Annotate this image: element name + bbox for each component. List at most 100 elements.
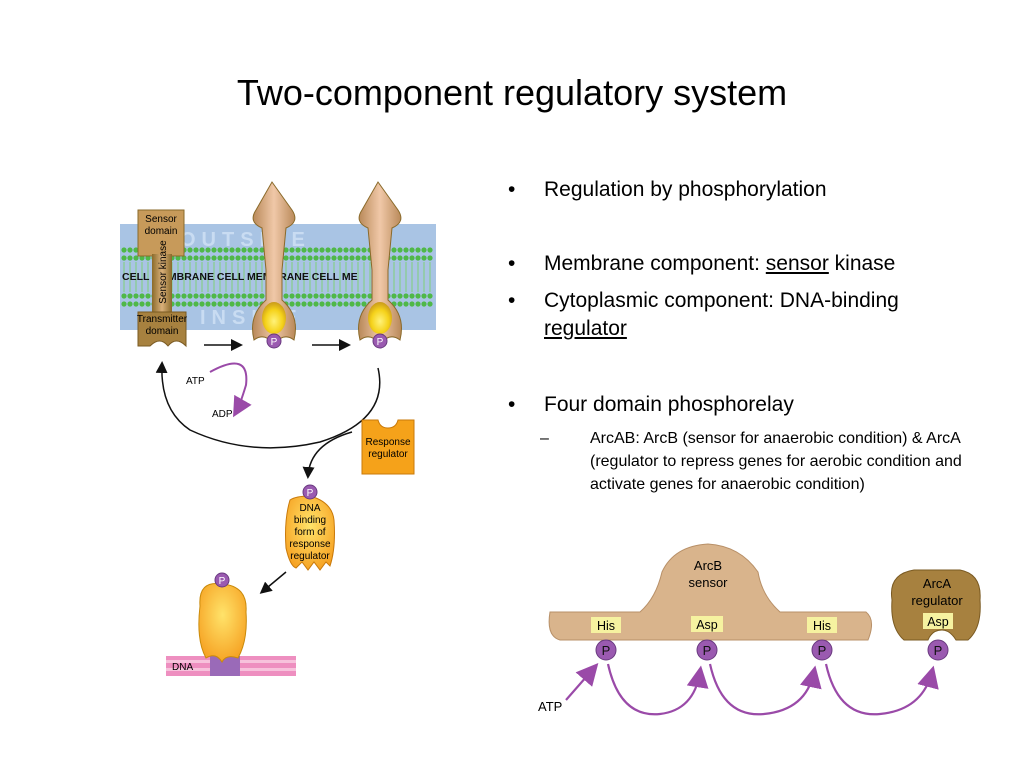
arrow-to-dna-binding xyxy=(302,431,353,479)
transmitter-domain-box xyxy=(137,311,187,348)
asp2-label: Asp xyxy=(927,615,949,629)
lipid-head xyxy=(259,247,265,253)
lipid-head xyxy=(205,255,211,261)
lipid-head xyxy=(295,293,301,299)
lipid-head xyxy=(121,247,127,253)
asp1-label: Asp xyxy=(696,618,718,632)
lipid-head xyxy=(145,301,151,307)
lipid-head xyxy=(283,293,289,299)
lipid-head xyxy=(409,301,415,307)
lipid-head xyxy=(211,301,217,307)
lipid-head xyxy=(421,247,427,253)
lipid-head xyxy=(205,301,211,307)
phosphate-circle xyxy=(811,639,833,661)
lipid-head xyxy=(283,247,289,253)
lipid-head xyxy=(397,301,403,307)
bullet-text: Regulation by phosphorylation xyxy=(544,178,827,201)
phosphate-label: P xyxy=(377,337,384,348)
lipid-head xyxy=(343,301,349,307)
lipid-head xyxy=(133,247,139,253)
arca-label-2: regulator xyxy=(911,593,963,608)
lipid-head xyxy=(187,293,193,299)
lipid-head xyxy=(295,255,301,261)
bullet-text: Four domain phosphorelay xyxy=(544,393,794,416)
bullet-text-part: Cytoplasmic component: DNA-binding xyxy=(544,289,899,312)
lipid-head xyxy=(223,293,229,299)
lipid-head xyxy=(229,247,235,253)
phosphate-circle xyxy=(927,639,949,661)
sub-bullet-text: ArcAB: ArcB (sensor for anaerobic condit… xyxy=(590,430,962,493)
phosphate-label: P xyxy=(934,643,943,658)
lipid-head xyxy=(415,255,421,261)
sub-bullet-arcab: – ArcAB: ArcB (sensor for anaerobic cond… xyxy=(540,427,970,496)
lipid-head xyxy=(181,301,187,307)
lipid-head xyxy=(211,293,217,299)
lipid-head xyxy=(127,255,133,261)
dna-label: DNA xyxy=(172,662,193,673)
lipid-head xyxy=(403,293,409,299)
asp1-box xyxy=(691,616,723,632)
lipid-head xyxy=(199,255,205,261)
lipid-head xyxy=(415,247,421,253)
dna-binding-label-4: response xyxy=(289,539,331,550)
lipid-head xyxy=(319,247,325,253)
lipid-head xyxy=(133,255,139,261)
lipid-head xyxy=(313,301,319,307)
lipid-head xyxy=(247,255,253,261)
lipid-head xyxy=(205,247,211,253)
phosphate-label: P xyxy=(307,488,314,499)
bullet-dot: • xyxy=(508,252,516,275)
lipid-head xyxy=(325,301,331,307)
dna-binding-label-1: DNA xyxy=(299,503,320,514)
lipid-head xyxy=(127,301,133,307)
lipid-head xyxy=(343,247,349,253)
lipid-head xyxy=(409,247,415,253)
arrow-to-dna-bound xyxy=(259,571,287,594)
lipid-head xyxy=(415,293,421,299)
lipid-head xyxy=(223,301,229,307)
lipid-head xyxy=(325,293,331,299)
lipid-head xyxy=(199,293,205,299)
dna-strand: DNA xyxy=(166,656,296,676)
lipid-head xyxy=(223,247,229,253)
lipid-head xyxy=(187,255,193,261)
bullet-3: • Cytoplasmic component: DNA-binding reg… xyxy=(508,287,954,343)
phosphate-label: P xyxy=(271,337,278,348)
lipid-head xyxy=(289,255,295,261)
lipid-head xyxy=(403,255,409,261)
bullet-2: • Membrane component: sensor kinase xyxy=(508,250,895,278)
response-regulator-box xyxy=(361,419,415,475)
lipid-head xyxy=(247,301,253,307)
phosphate-circle xyxy=(266,333,282,349)
his1-box xyxy=(591,617,621,633)
bullet-underlined-sensor: sensor xyxy=(765,252,829,275)
lipid-head xyxy=(241,255,247,261)
lipid-head xyxy=(253,255,259,261)
recycle-arrow xyxy=(155,361,381,449)
lipid-head xyxy=(397,293,403,299)
active-site-glow xyxy=(262,302,286,334)
lipid-head xyxy=(175,255,181,261)
lipid-head xyxy=(247,293,253,299)
lipid-head xyxy=(337,293,343,299)
lipid-head xyxy=(331,247,337,253)
lipid-head xyxy=(139,255,145,261)
lipid-head xyxy=(121,301,127,307)
lipid-head xyxy=(229,255,235,261)
his2-box xyxy=(807,617,837,633)
asp2-box xyxy=(923,613,953,629)
arcb-label-2: sensor xyxy=(688,575,728,590)
lipid-head xyxy=(295,247,301,253)
lipid-head xyxy=(367,293,373,299)
lipid-head xyxy=(337,247,343,253)
lipid-head xyxy=(145,293,151,299)
phosphate-label: P xyxy=(703,643,712,658)
lipid-head xyxy=(253,247,259,253)
arcb-body xyxy=(548,543,872,641)
lipid-head xyxy=(307,247,313,253)
lipid-head xyxy=(235,293,241,299)
slide-title: Two-component regulatory system xyxy=(236,72,788,113)
lipid-head xyxy=(289,293,295,299)
lipid-head xyxy=(121,255,127,261)
lipid-head xyxy=(241,293,247,299)
